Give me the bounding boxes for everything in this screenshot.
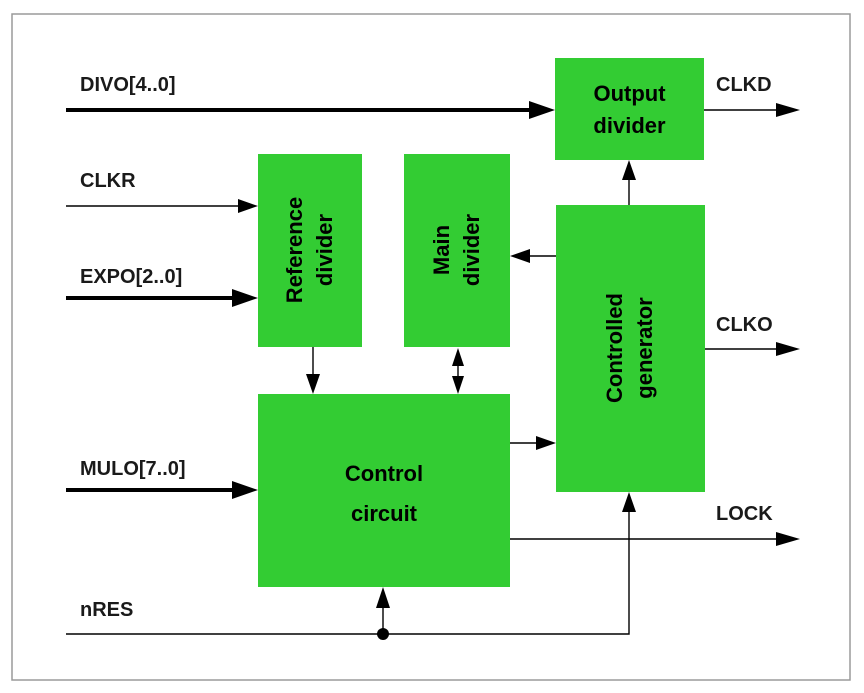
control-circuit-label-2: circuit: [351, 501, 418, 526]
nres-junction-dot: [377, 628, 389, 640]
control-circuit-label-1: Control: [345, 461, 423, 486]
control-to-gen-arrowhead: [536, 436, 556, 450]
divo-label: DIVO[4..0]: [80, 74, 176, 96]
expo-label: EXPO[2..0]: [80, 266, 182, 288]
reference-divider-label: Reference divider: [282, 197, 337, 303]
reference-divider-label-2: divider: [312, 213, 337, 286]
reference-divider-label-1: Reference: [282, 197, 307, 303]
gen-to-output-arrowhead: [622, 160, 636, 180]
clkd-label: CLKD: [716, 74, 772, 96]
main-divider-block: [404, 154, 510, 347]
main-divider-label-1: Main: [429, 225, 454, 275]
mulo-arrowhead: [232, 481, 258, 499]
controlled-generator-label-1: Controlled: [602, 293, 627, 403]
clkd-arrowhead: [776, 103, 800, 117]
controlled-generator-label: Controlled generator: [602, 293, 657, 403]
nres-label: nRES: [80, 599, 133, 621]
lock-label: LOCK: [716, 503, 773, 525]
output-divider-block: [555, 58, 704, 160]
main-control-down-arrowhead: [452, 376, 464, 394]
nres-line: [66, 510, 630, 635]
main-divider-label: Main divider: [429, 213, 484, 286]
nres-to-gen-arrowhead: [622, 492, 636, 512]
clkr-arrowhead: [238, 199, 258, 213]
clko-label: CLKO: [716, 314, 773, 336]
controlled-generator-label-2: generator: [632, 297, 657, 399]
output-divider-label-1: Output: [593, 81, 666, 106]
mulo-label: MULO[7..0]: [80, 458, 186, 480]
main-control-up-arrowhead: [452, 348, 464, 366]
clko-arrowhead: [776, 342, 800, 356]
controlled-generator-block: [556, 205, 705, 492]
gen-to-main-arrowhead: [510, 249, 530, 263]
lock-arrowhead: [776, 532, 800, 546]
main-divider-label-2: divider: [459, 213, 484, 286]
nres-to-control-arrowhead: [376, 587, 390, 608]
divo-arrowhead: [529, 101, 555, 119]
expo-arrowhead: [232, 289, 258, 307]
ref-to-control-arrowhead: [306, 374, 320, 394]
control-circuit-block: [258, 394, 510, 587]
reference-divider-block: [258, 154, 362, 347]
output-divider-label-2: divider: [593, 113, 666, 138]
clkr-label: CLKR: [80, 170, 136, 192]
